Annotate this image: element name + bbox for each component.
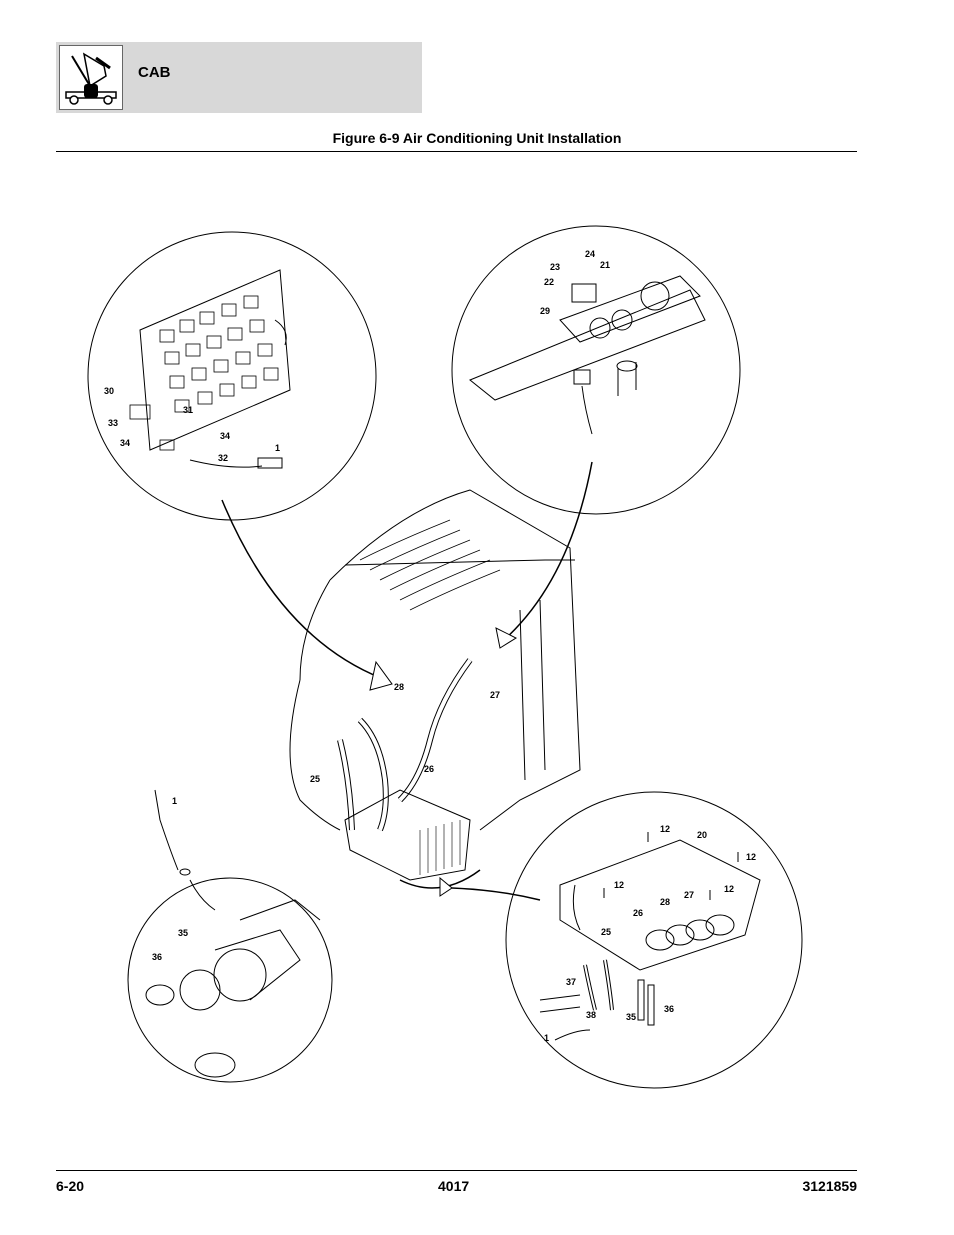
callout-lower-left-1: 1 (172, 796, 177, 806)
callout-lower-right-8: 26 (633, 908, 643, 918)
callout-lower-right-4: 12 (614, 880, 624, 890)
callout-upper-right-4: 22 (544, 277, 554, 287)
callout-upper-left-7: 1 (275, 443, 280, 453)
callout-upper-right-1: 24 (585, 249, 595, 259)
callout-upper-left-3: 33 (108, 418, 118, 428)
callout-lower-right-13: 36 (664, 1004, 674, 1014)
footer-rule (56, 1170, 857, 1171)
callout-main-1: 28 (394, 682, 404, 692)
detail-circle-ac-unit (505, 791, 803, 1089)
callout-lower-left-3: 36 (152, 952, 162, 962)
model-number: 4017 (438, 1178, 470, 1194)
callout-lower-left-2: 35 (178, 928, 188, 938)
callout-lower-right-7: 27 (684, 890, 694, 900)
callout-main-2: 27 (490, 690, 500, 700)
callout-lower-right-11: 38 (586, 1010, 596, 1020)
callout-main-3: 26 (424, 764, 434, 774)
detail-circle-control-board (87, 231, 377, 521)
callout-upper-right-5: 29 (540, 306, 550, 316)
callout-lower-right-14: 1 (544, 1033, 549, 1043)
callout-lower-right-10: 37 (566, 977, 576, 987)
callout-upper-right-3: 21 (600, 260, 610, 270)
callout-lower-right-1: 12 (660, 824, 670, 834)
page-number: 6-20 (56, 1178, 85, 1194)
callout-lower-right-5: 12 (724, 884, 734, 894)
callout-lower-right-2: 20 (697, 830, 707, 840)
callout-upper-right-2: 23 (550, 262, 560, 272)
callout-upper-left-4: 34 (120, 438, 130, 448)
section-title: CAB (138, 64, 171, 81)
detail-circle-switch-panel (451, 225, 741, 515)
callout-lower-right-12: 35 (626, 1012, 636, 1022)
document-number: 3121859 (802, 1178, 857, 1194)
callout-upper-left-5: 34 (220, 431, 230, 441)
callout-upper-left-6: 32 (218, 453, 228, 463)
callout-lower-right-9: 25 (601, 927, 611, 937)
callout-main-4: 25 (310, 774, 320, 784)
figure-title: Figure 6-9 Air Conditioning Unit Install… (332, 130, 622, 146)
boom-lift-machine-icon (59, 45, 123, 110)
callout-upper-left-2: 31 (183, 405, 193, 415)
callout-lower-right-3: 12 (746, 852, 756, 862)
detail-circle-compressor (127, 877, 333, 1083)
callout-upper-left-1: 30 (104, 386, 114, 396)
header-rule (56, 151, 857, 152)
callout-lower-right-6: 28 (660, 897, 670, 907)
